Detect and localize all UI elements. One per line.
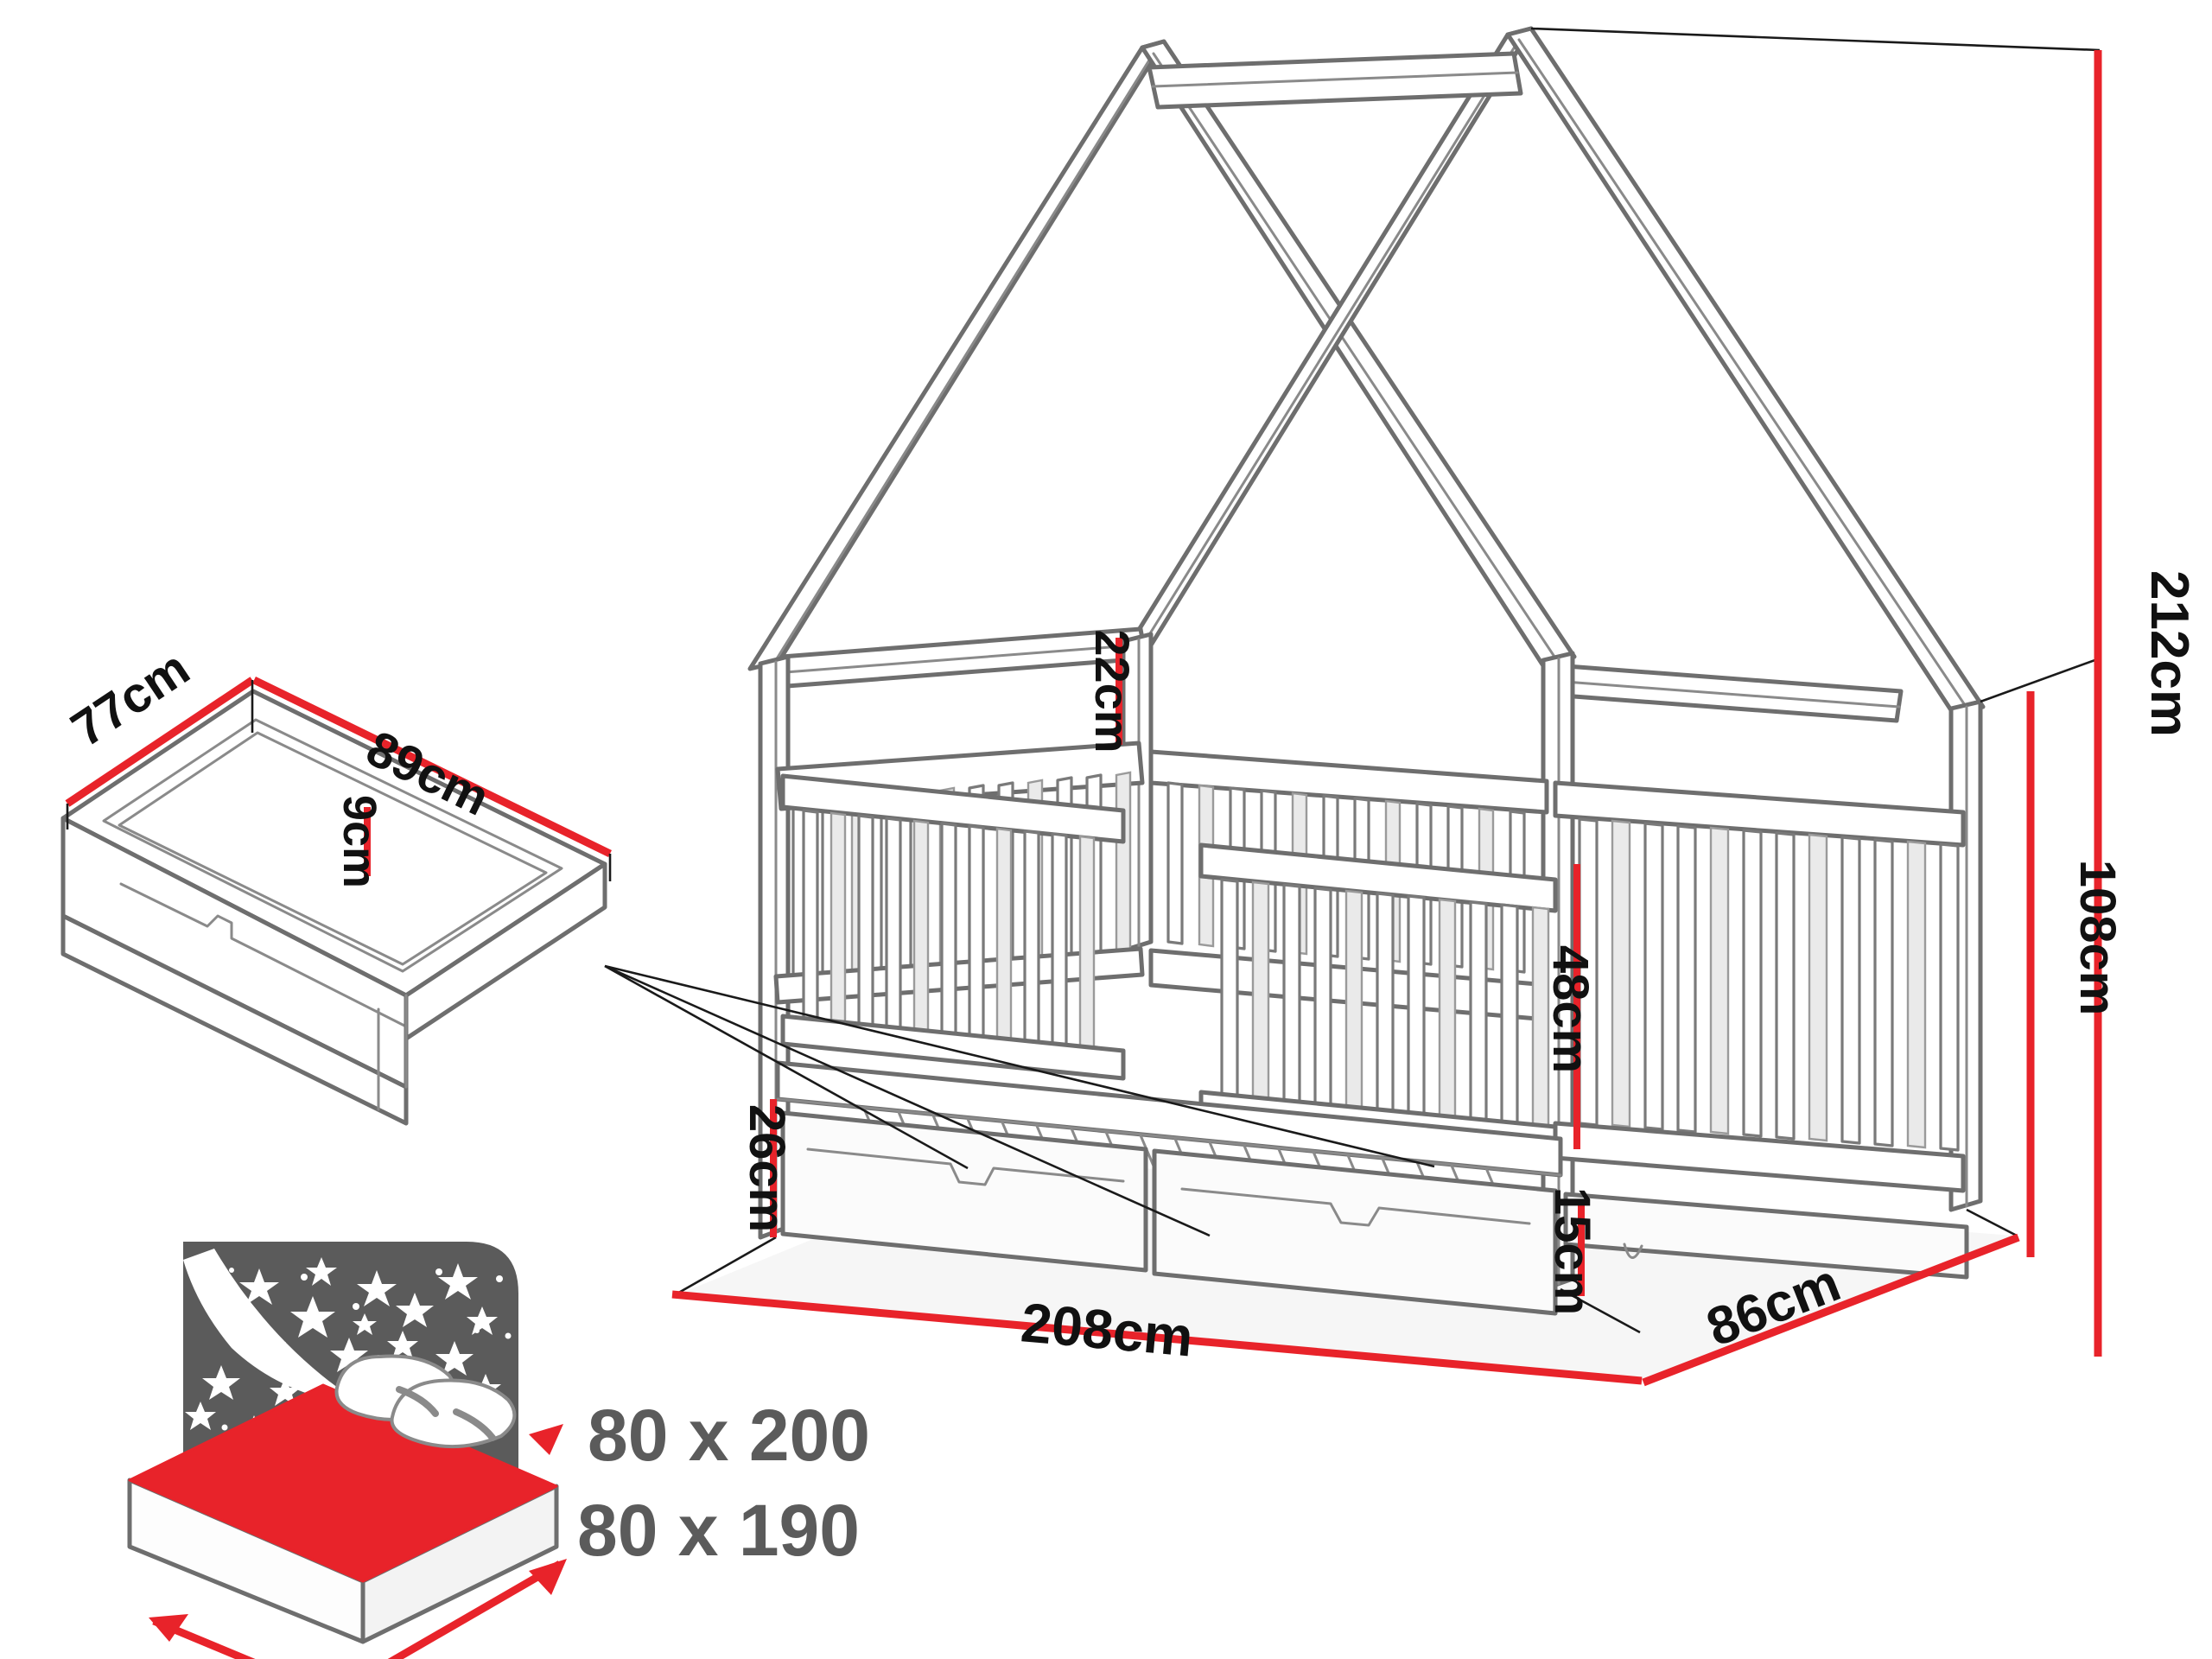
footboard-top-rail — [1553, 780, 1966, 848]
leader-drawer-to-left-drawer — [604, 964, 969, 1170]
floor-ext-right — [1966, 1208, 2018, 1237]
dim-label-208cm: 208cm — [1019, 1291, 1196, 1368]
drawer-handle-notch-left — [806, 1147, 1125, 1186]
footboard-panel-right — [1553, 780, 1966, 1193]
guard-rail-top-left — [780, 773, 1126, 844]
dim-line-208cm — [671, 1290, 1643, 1385]
ext-top-apex — [1980, 657, 2101, 703]
mattress-width-arrowhead — [149, 1614, 188, 1642]
mattress-top-red — [128, 1383, 558, 1583]
mattress-size-label-2: 80 x 190 — [577, 1490, 860, 1571]
dim-label-108cm: 108cm — [2069, 860, 2126, 1016]
pillow-crease-front — [453, 1408, 496, 1441]
leader-drawer-to-right-drawer — [604, 964, 1211, 1237]
mattress-length-arrow-line — [387, 1560, 563, 1659]
roof-frame — [747, 26, 1986, 718]
dim-line-86cm — [1642, 1233, 2020, 1387]
mattress-size-label-1: 80 x 200 — [588, 1395, 870, 1476]
drawer-front-skirt — [60, 913, 409, 1126]
base-lower-edge — [776, 1097, 1562, 1177]
house-bed-illustration — [674, 26, 2101, 1382]
crossbar-front-left-edge — [784, 643, 1145, 674]
ext-apex-top — [1530, 27, 2101, 52]
drawer-handle-notch — [119, 882, 408, 1028]
floor-outline — [675, 27, 2101, 1334]
floor-ext-center — [1560, 1287, 1641, 1334]
guard-rail-top-right — [1198, 842, 1558, 913]
rafter-rear-left-edge — [1137, 38, 1521, 653]
rafter-front-left-edge — [770, 50, 1156, 669]
mattress-size-icon: 80 x 200 80 x 190 — [127, 1242, 870, 1659]
crossbar-rear-right-edge — [1552, 679, 1901, 709]
dim-label-22cm: 22cm — [1085, 629, 1140, 753]
drawer-body — [60, 689, 607, 1126]
guard-rail-bottom-left — [780, 1014, 1126, 1081]
ridge-beam-edge — [1151, 71, 1519, 88]
dim-label-15cm: 15cm — [1544, 1187, 1600, 1315]
footboard-slats — [1578, 817, 1960, 1152]
drawer-handle-notch-right — [1180, 1187, 1531, 1227]
drawer-front-left[interactable] — [780, 1110, 1148, 1273]
dim-line-77cm — [65, 677, 255, 807]
rafter-rear-right-edge — [1517, 38, 1970, 712]
bed-dimension-annotations: 212cm 108cm 22cm 48cm 26cm 15cm 208cm 86… — [671, 50, 2199, 1387]
moon-icon — [183, 1249, 363, 1405]
drawer-inner-rim — [102, 718, 563, 973]
guard-rail-right-slats — [1220, 878, 1550, 1128]
pillow-crease-back — [396, 1386, 439, 1417]
dim-label-48cm: 48cm — [1542, 945, 1599, 1073]
dim-label-26cm: 26cm — [739, 1104, 795, 1232]
drawer-front-right[interactable] — [1152, 1148, 1558, 1316]
mattress-width-arrow-line — [152, 1617, 256, 1659]
dim-line-89cm — [252, 676, 612, 858]
storage-drawers — [780, 1110, 1969, 1316]
bed-base — [775, 1060, 1563, 1211]
back-panel-top-rail — [1148, 749, 1549, 815]
rafter-front-right-edge — [1152, 52, 1560, 664]
dim-label-9cm: 9cm — [334, 795, 385, 888]
leader-drawer-to-base — [604, 964, 1435, 1168]
floor-ext-left — [675, 1236, 777, 1296]
mattress-length-arrowhead — [529, 1559, 567, 1595]
mattress-upper-arrow-marker — [529, 1424, 563, 1455]
drawer-front-foot[interactable] — [1563, 1192, 1969, 1280]
drawer-inner-floor — [118, 731, 548, 966]
dim-label-212cm: 212cm — [2139, 570, 2199, 737]
drawer-runner-foot — [1623, 1243, 1643, 1259]
